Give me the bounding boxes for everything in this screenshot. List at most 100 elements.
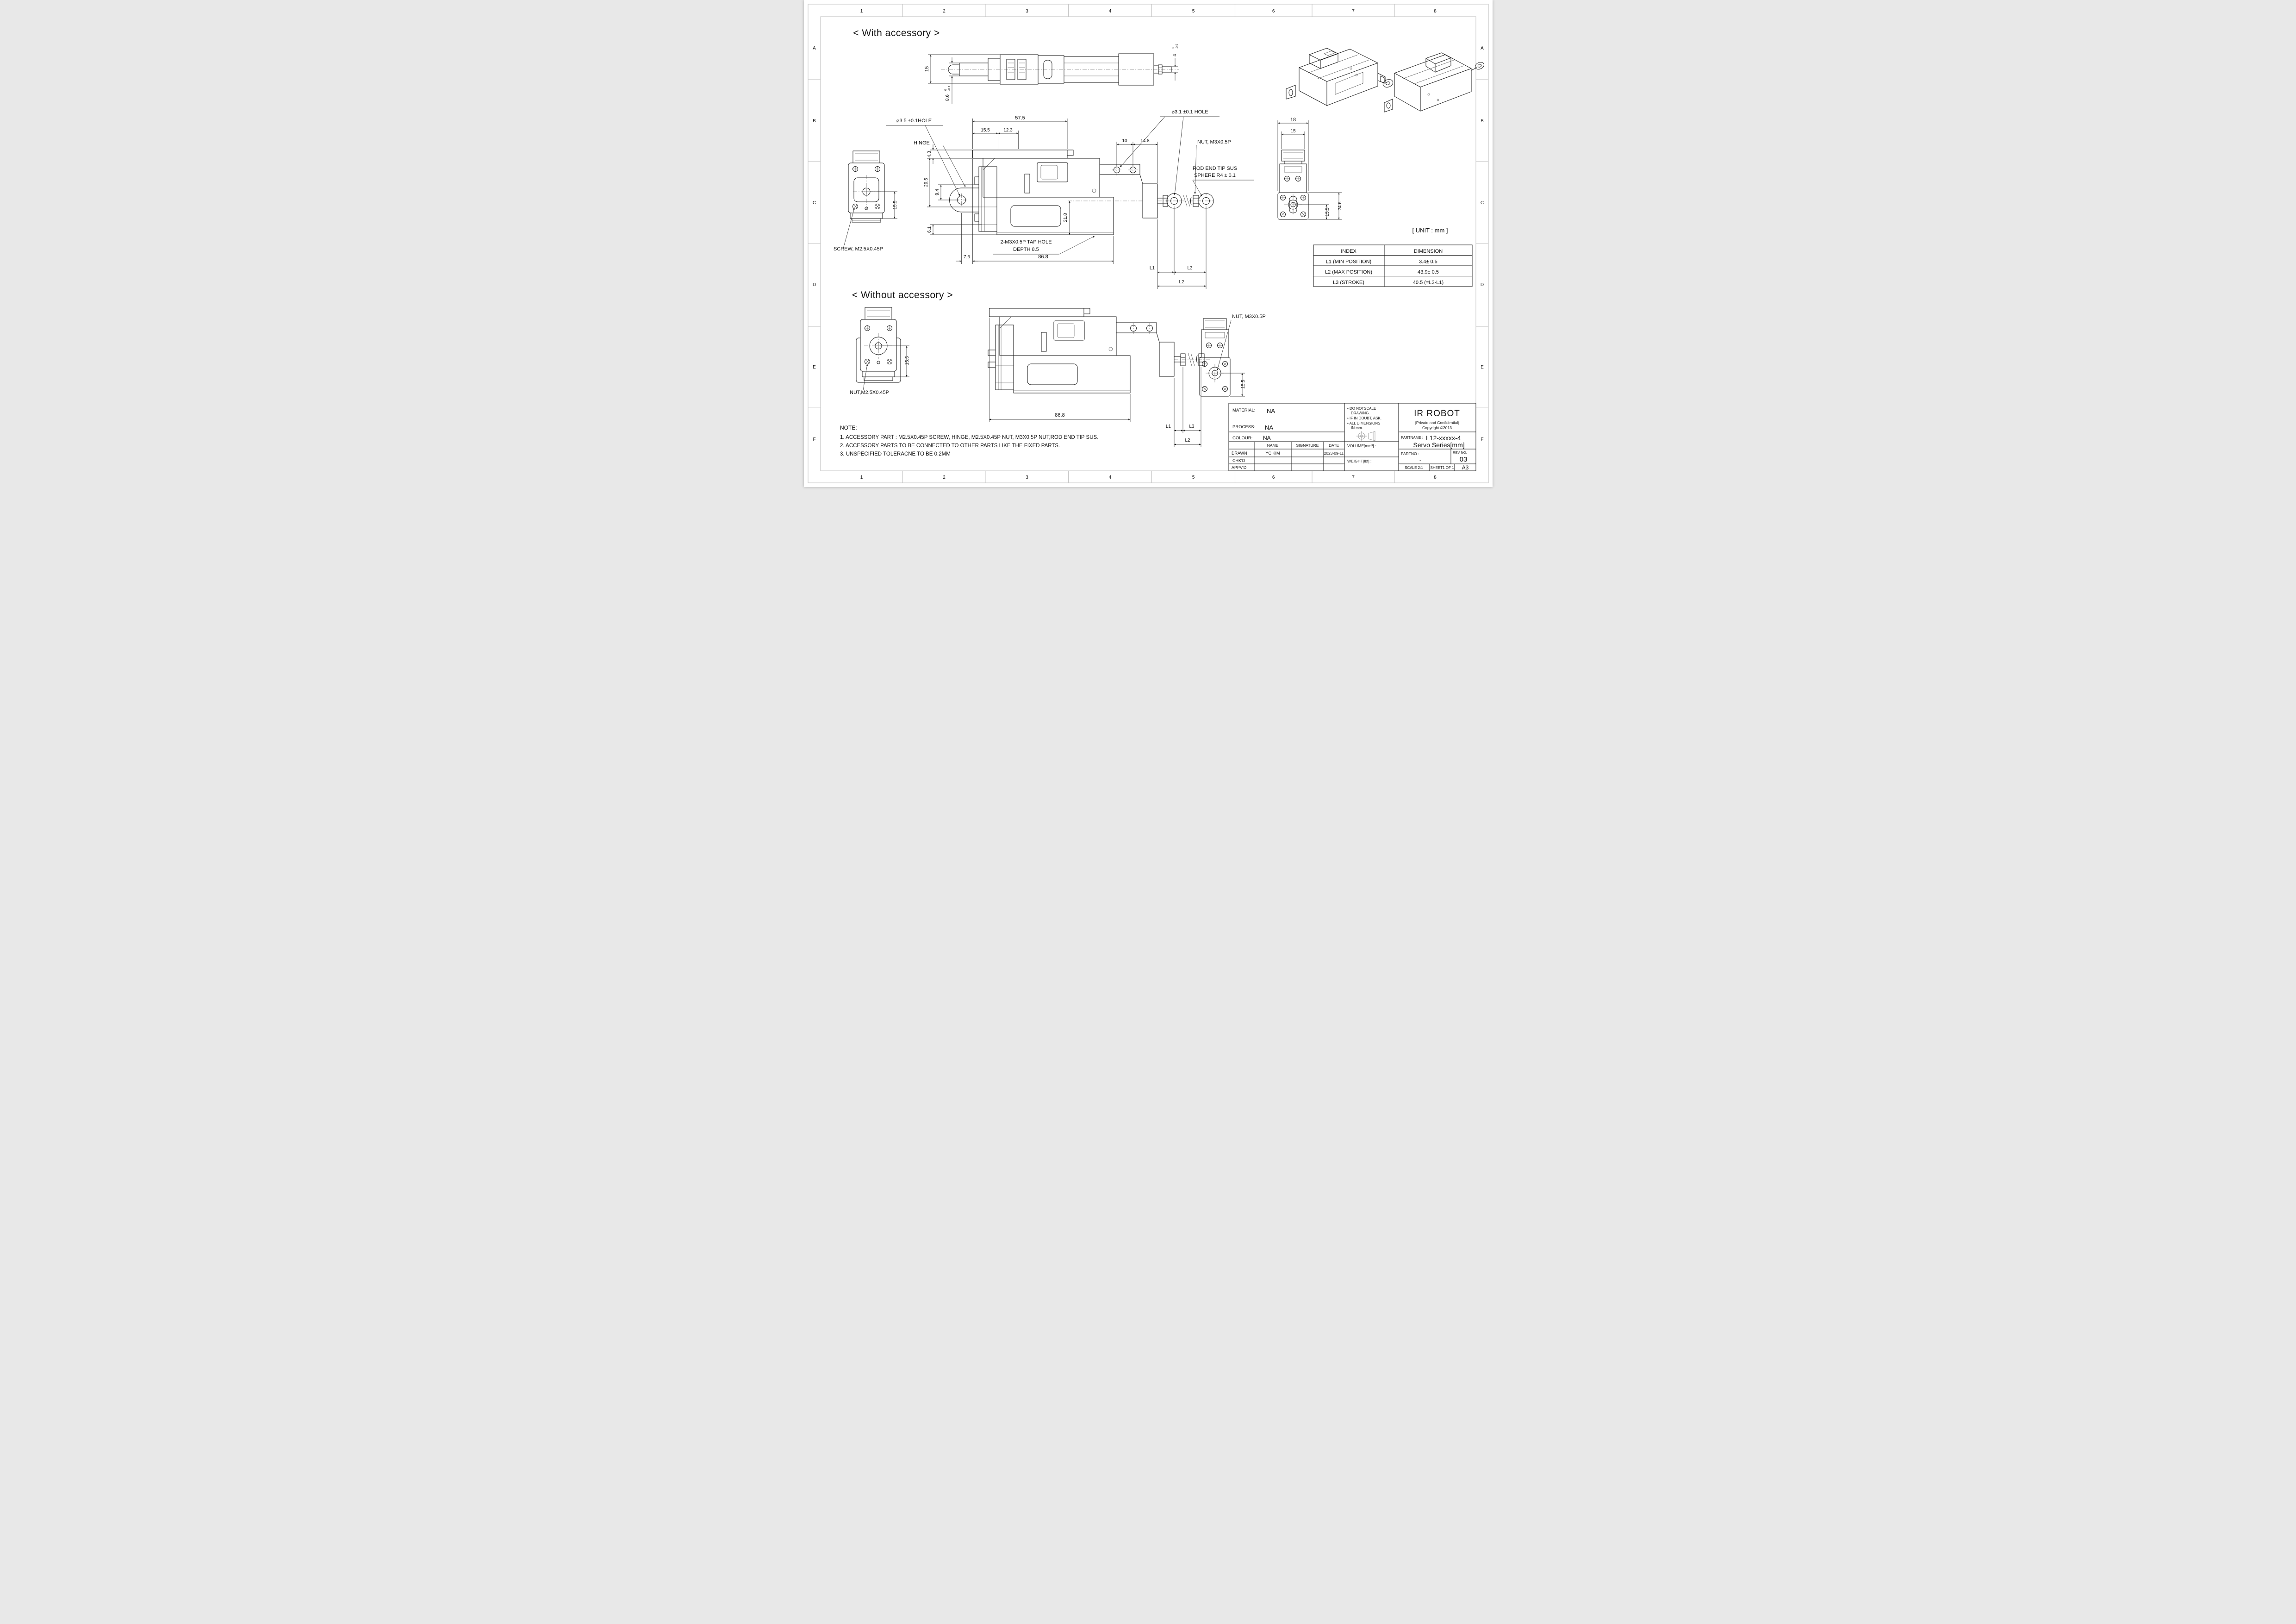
confidential-note: (Private and Confidential)	[1415, 420, 1459, 425]
label-rod-end-1: ROD END TIP SUS	[1192, 166, 1237, 171]
label-hole-35: ⌀3.5 ±0.1HOLE	[896, 118, 931, 124]
unit-note: [ UNIT : mm ]	[1412, 227, 1448, 234]
sheet-label: SHEET1 OF 1	[1430, 466, 1454, 470]
note-item: 3. UNSPECIFIED TOLERACNE TO BE 0.2MM	[840, 451, 951, 457]
zone-col-3-bottom: 3	[1026, 475, 1028, 480]
tolerance-note-line: • ALL DIMENSIONS	[1347, 421, 1380, 425]
dim-top-tip: 4	[1172, 54, 1177, 56]
dim-side-76: 7.6	[964, 255, 970, 260]
dim-top-shaft-tol-lo: -0.1	[948, 85, 951, 91]
scale-label: SCALE 2:1	[1405, 466, 1423, 470]
dim-side-43: 4.3	[927, 151, 932, 157]
colour-value: NA	[1263, 435, 1271, 441]
label-hole-31: ⌀3.1 ±0.1 HOLE	[1171, 109, 1208, 115]
zone-row-d-left: D	[812, 282, 815, 287]
revno-label: REV NO:	[1453, 450, 1467, 455]
partname-label: PARTNAME :	[1401, 436, 1423, 440]
partname-value: L12-xxxxx-4	[1426, 434, 1461, 442]
dim-side-wo-l3: L3	[1189, 424, 1195, 429]
title-with-accessory: < With accessory >	[853, 28, 940, 38]
note-item: 1. ACCESSORY PART : M2.5X0.45P SCREW, HI…	[840, 435, 1098, 440]
partno-value: -	[1419, 457, 1421, 463]
end-view-without-accessory: 15.5	[1199, 318, 1246, 397]
table-cell-l1-value: 3.4± 0.5	[1419, 259, 1437, 265]
dim-side-575: 57.5	[1015, 115, 1025, 121]
zone-col-4-top: 4	[1108, 9, 1111, 14]
index-table: INDEX DIMENSION L1 (MIN POSITION) 3.4± 0…	[1313, 244, 1472, 287]
weight-label: WEIGHT[lbf] :	[1347, 459, 1371, 463]
title-without-accessory: < Without accessory >	[852, 290, 952, 300]
dim-side-wo-868: 86.8	[1055, 412, 1064, 418]
side-view-with-accessory: 57.5 15.5 12.3 10 14.8 4.3 29.5 9.4 6.1 …	[924, 115, 1213, 289]
label-tap-hole-1: 2-M3X0.5P TAP HOLE	[1000, 239, 1052, 245]
table-cell-l2-value: 43.9± 0.5	[1418, 269, 1439, 275]
dim-end-15: 15	[1290, 129, 1296, 134]
dim-side-218: 21.8	[1063, 213, 1068, 222]
iso-view-right	[1384, 52, 1484, 112]
dim-top-tip-tol-lo: -0.5	[1176, 44, 1179, 49]
notes: NOTE: 1. ACCESSORY PART : M2.5X0.45P SCR…	[840, 425, 1098, 457]
dim-side-148: 14.8	[1140, 138, 1150, 144]
colour-label: COLOUR:	[1232, 436, 1252, 441]
zone-col-6-bottom: 6	[1272, 475, 1275, 480]
zone-col-5-bottom: 5	[1192, 475, 1195, 480]
zone-row-a-left: A	[813, 46, 816, 51]
zone-col-4-bottom: 4	[1108, 475, 1111, 480]
sheet-border: 1 2 3 4 5 6 7 8 1 2 3 4 5 6 7 8 A B C D …	[807, 4, 1489, 483]
dim-side-295: 29.5	[924, 178, 929, 187]
chkd-label: CHK'D	[1232, 458, 1245, 463]
callouts: ⌀3.5 ±0.1HOLE HINGE ⌀3.1 ±0.1 HOLE NUT, …	[834, 109, 1266, 395]
table-cell-l3-value: 40.5 (=L2-L1)	[1412, 280, 1443, 286]
table-cell-l2: L2 (MAX POSITION)	[1325, 269, 1372, 275]
header-date: DATE	[1328, 443, 1338, 448]
dim-side-123: 12.3	[1003, 128, 1013, 133]
dim-end-246: 24.6	[1338, 201, 1343, 211]
zone-col-1-bottom: 1	[860, 475, 863, 480]
drawn-name: YC KIM	[1265, 451, 1280, 456]
dim-side-wo-l2: L2	[1185, 438, 1190, 443]
zone-row-b-left: B	[813, 119, 816, 124]
dim-side-155: 15.5	[981, 128, 990, 133]
dim-side-l2: L2	[1179, 280, 1184, 285]
label-hinge: HINGE	[914, 140, 930, 146]
header-signature: SIGNATURE	[1296, 443, 1319, 448]
volume-label: VOLUME[mm³] :	[1347, 443, 1376, 448]
zone-col-8-bottom: 8	[1434, 475, 1437, 480]
dim-top-shaft-tol-hi: 0	[944, 89, 947, 91]
dim-side-10: 10	[1122, 138, 1127, 144]
dim-top-width: 15	[924, 66, 930, 72]
dim-top-shaft: 8.6	[945, 94, 950, 101]
dim-top-tip-tol-hi: 0	[1172, 47, 1175, 49]
dim-end-18: 18	[1290, 117, 1295, 123]
dim-side-wo-l1: L1	[1165, 424, 1171, 429]
dim-side-61: 6.1	[927, 226, 932, 233]
table-row: L3 (STROKE) 40.5 (=L2-L1)	[1333, 280, 1444, 286]
end-view-with-accessory: 18 15 24.6 15.5	[1277, 117, 1343, 220]
label-tap-hole-2: DEPTH 8.5	[1013, 247, 1039, 252]
tolerance-note-line: IN mm.	[1351, 426, 1363, 430]
zone-col-7-bottom: 7	[1352, 475, 1355, 480]
header-name: NAME	[1267, 443, 1278, 448]
tolerance-note-line: • DO NOTSCALE	[1347, 406, 1376, 411]
dim-side-l1: L1	[1149, 266, 1155, 271]
label-nut-m25: NUT,M2.5X0.45P	[850, 390, 889, 395]
zone-row-c-right: C	[1480, 200, 1483, 206]
table-row: L1 (MIN POSITION) 3.4± 0.5	[1325, 259, 1437, 265]
front-view-with-accessory: 15.5	[848, 150, 898, 223]
dim-end-wo-155: 15.5	[1241, 380, 1246, 389]
drawn-label: DRAWN	[1232, 451, 1247, 456]
zone-col-2-bottom: 2	[943, 475, 946, 480]
zone-col-7-top: 7	[1352, 9, 1355, 14]
table-cell-l1: L1 (MIN POSITION)	[1325, 259, 1371, 265]
title-block: MATERIAL: NA PROCESS: NA COLOUR: NA NAME…	[1228, 403, 1476, 471]
zone-row-a-right: A	[1481, 46, 1484, 51]
partno-label: PARTNO :	[1401, 451, 1419, 456]
paper-size: A3	[1462, 464, 1468, 471]
zone-row-e-left: E	[813, 365, 816, 370]
appvd-label: APPV'D	[1232, 465, 1247, 470]
company-name: IR ROBOT	[1414, 409, 1460, 418]
table-header-dimension: DIMENSION	[1413, 249, 1442, 254]
process-label: PROCESS:	[1232, 425, 1255, 430]
side-view-without-accessory: 86.8 L1 L3 L2	[988, 308, 1211, 447]
table-cell-l3: L3 (STROKE)	[1333, 280, 1364, 286]
